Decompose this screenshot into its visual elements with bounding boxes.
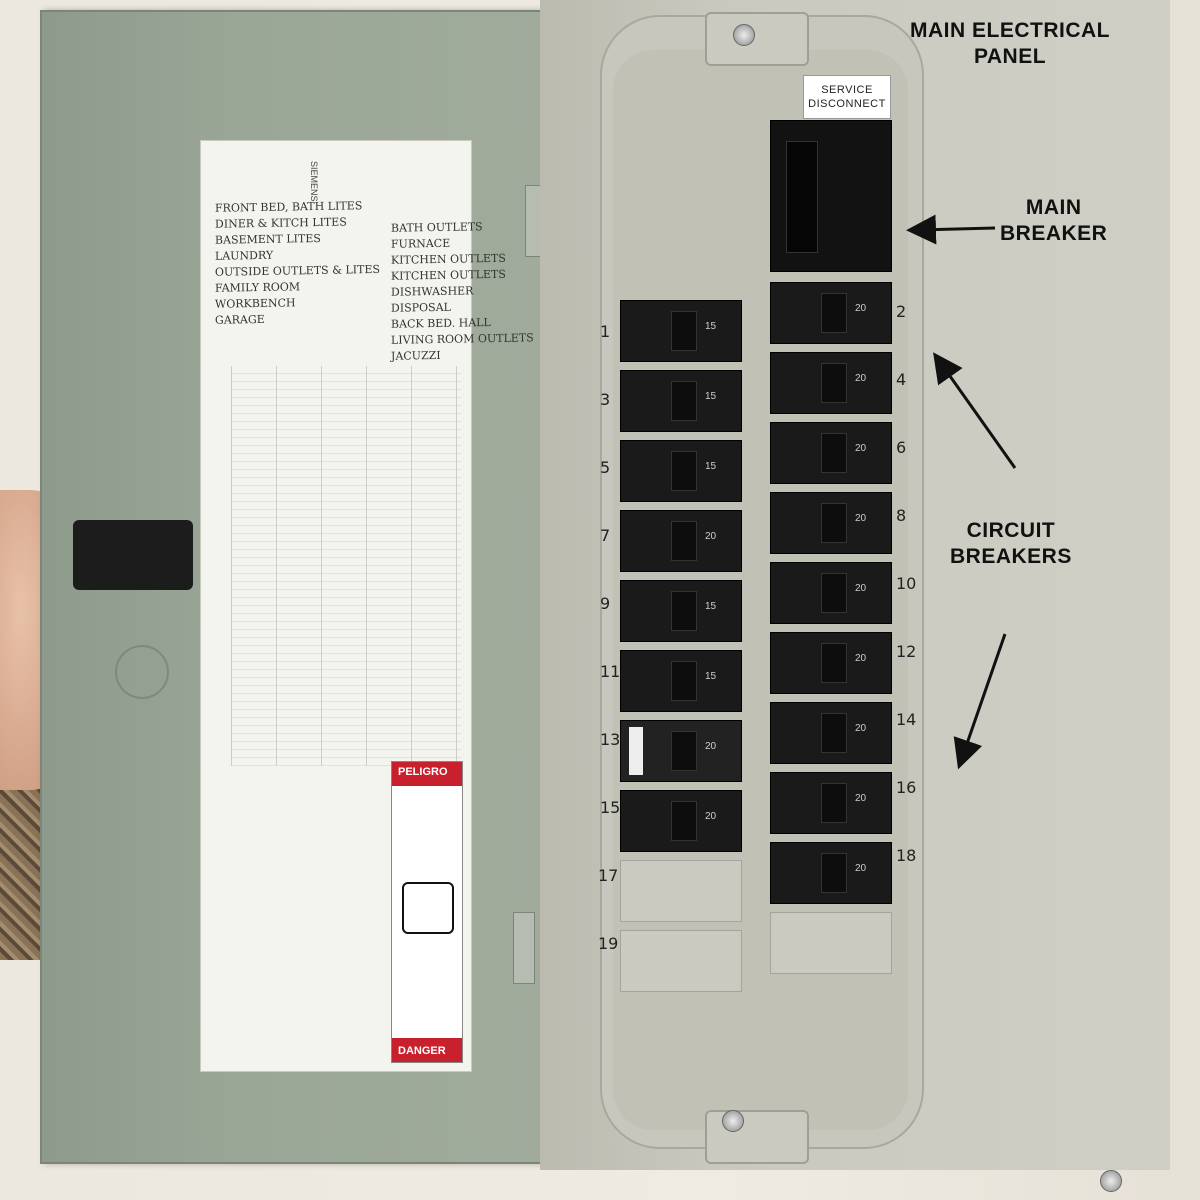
breaker-2[interactable]: 20	[770, 282, 892, 344]
circuit-number: 18	[896, 846, 917, 865]
annotation-circuit-breakers: CIRCUIT BREAKERS	[950, 519, 1072, 569]
breaker-handle[interactable]	[821, 713, 847, 753]
breaker-handle[interactable]	[671, 381, 697, 421]
breaker-9[interactable]: 15	[620, 580, 742, 642]
circuit-number: 5	[600, 458, 611, 477]
annotation-main-panel: MAIN ELECTRICAL PANEL	[910, 19, 1110, 69]
circuit-number: 7	[600, 526, 611, 545]
amp-rating: 20	[855, 373, 867, 384]
main-breaker[interactable]	[770, 120, 892, 272]
breaker-7[interactable]: 20	[620, 510, 742, 572]
breaker-handle[interactable]	[821, 503, 847, 543]
amp-rating: 20	[705, 811, 717, 822]
circuit-number: 8	[896, 506, 907, 525]
breaker-handle[interactable]	[671, 661, 697, 701]
breaker-handle[interactable]	[821, 783, 847, 823]
amp-rating: 15	[705, 671, 717, 682]
breaker-handle[interactable]	[671, 801, 697, 841]
amp-rating: 20	[855, 653, 867, 664]
arrow-circuit-breakers-down	[953, 633, 1007, 770]
breaker-5[interactable]: 15	[620, 440, 742, 502]
circuit-number: 1	[600, 322, 611, 341]
right-breaker-column: 20 20 20 20 20 20 20 20 20	[770, 120, 892, 982]
breaker-11[interactable]: 15	[620, 650, 742, 712]
arrow-circuit-breakers-up	[933, 352, 1017, 469]
breaker-14[interactable]: 20	[770, 702, 892, 764]
blank-knockout	[620, 930, 742, 992]
circuit-number: 15	[600, 798, 621, 817]
breaker-1[interactable]: 15	[620, 300, 742, 362]
circuit-number: 2	[896, 302, 907, 321]
breaker-handle[interactable]	[821, 293, 847, 333]
amp-rating: 15	[705, 601, 717, 612]
main-breaker-handle[interactable]	[786, 141, 818, 253]
breaker-4[interactable]: 20	[770, 352, 892, 414]
cover-screw-top[interactable]	[733, 24, 755, 46]
breaker-18[interactable]: 20	[770, 842, 892, 904]
breaker-15[interactable]: 20	[620, 790, 742, 852]
circuit-number: 16	[896, 778, 917, 797]
breaker-handle[interactable]	[671, 591, 697, 631]
amp-rating: 20	[855, 513, 867, 524]
circuit-number: 13	[600, 730, 621, 749]
breaker-handle[interactable]	[671, 451, 697, 491]
danger-warning: PELIGRO DANGER	[391, 761, 463, 1063]
breaker-10[interactable]: 20	[770, 562, 892, 624]
door-latch[interactable]	[73, 520, 193, 590]
amp-rating: 15	[705, 321, 717, 332]
cover-screw-bottom[interactable]	[722, 1110, 744, 1132]
breaker-handle[interactable]	[821, 363, 847, 403]
rating-table	[231, 366, 461, 766]
breaker-handle[interactable]	[821, 853, 847, 893]
circuit-number: 14	[896, 710, 917, 729]
breaker-handle[interactable]	[671, 311, 697, 351]
circuit-number: 12	[896, 642, 917, 661]
left-breaker-column: 15 15 15 20 15 15 20 20	[620, 300, 742, 1000]
breaker-13[interactable]: 20	[620, 720, 742, 782]
breaker-16[interactable]: 20	[770, 772, 892, 834]
breaker-6[interactable]: 20	[770, 422, 892, 484]
blank-knockout	[620, 860, 742, 922]
circuit-number: 11	[600, 662, 621, 681]
service-disconnect-sticker: SERVICE DISCONNECT	[803, 75, 891, 119]
circuit-number: 17	[598, 866, 619, 885]
amp-rating: 20	[855, 583, 867, 594]
shock-hazard-icon	[402, 882, 454, 934]
cover-tab-top	[705, 12, 809, 66]
breaker-12[interactable]: 20	[770, 632, 892, 694]
breaker-handle[interactable]	[671, 731, 697, 771]
circuit-number: 19	[598, 934, 619, 953]
amp-rating: 15	[705, 461, 717, 472]
arrow-main-breaker	[906, 214, 996, 245]
circuit-number: 3	[600, 390, 611, 409]
knockout-circle	[115, 645, 169, 699]
amp-rating: 20	[705, 531, 717, 542]
amp-rating: 20	[855, 793, 867, 804]
annotation-main-breaker: MAIN BREAKER	[1000, 196, 1108, 246]
blank-knockout	[770, 912, 892, 974]
amp-rating: 15	[705, 391, 717, 402]
breaker-8[interactable]: 20	[770, 492, 892, 554]
breaker-handle[interactable]	[821, 433, 847, 473]
circuit-number: 6	[896, 438, 907, 457]
amp-rating: 20	[855, 863, 867, 874]
amp-rating: 20	[705, 741, 717, 752]
circuit-number: 4	[896, 370, 907, 389]
amp-rating: 20	[855, 723, 867, 734]
amp-rating: 20	[855, 303, 867, 314]
circuit-number: 9	[600, 594, 611, 613]
circuit-number: 10	[896, 574, 917, 593]
breaker-handle[interactable]	[821, 643, 847, 683]
breaker-3[interactable]: 15	[620, 370, 742, 432]
door-hinge-bottom	[513, 912, 535, 984]
panel-screw[interactable]	[1100, 1170, 1122, 1192]
gfci-test-button[interactable]	[629, 727, 643, 775]
amp-rating: 20	[855, 443, 867, 454]
breaker-handle[interactable]	[821, 573, 847, 613]
breaker-handle[interactable]	[671, 521, 697, 561]
